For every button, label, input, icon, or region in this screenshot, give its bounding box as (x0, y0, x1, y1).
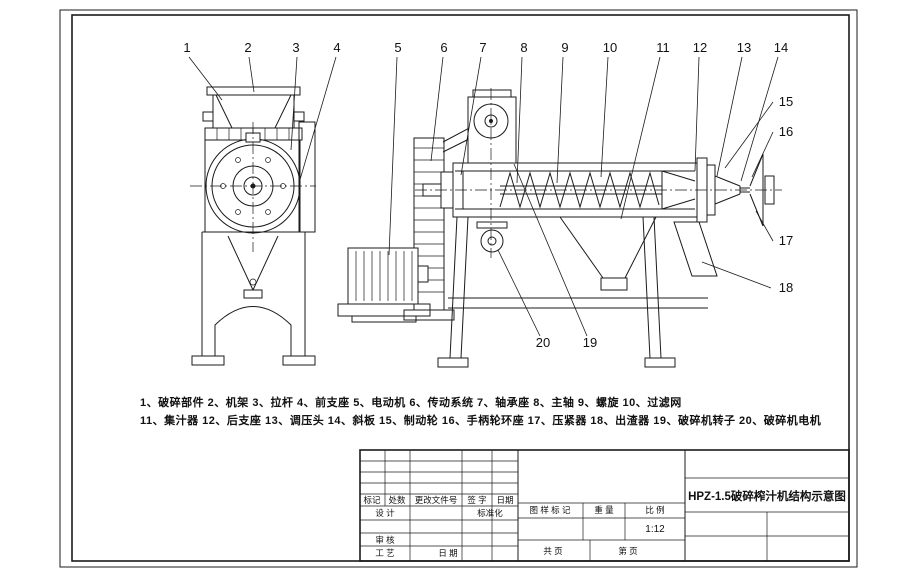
callout-11: 11 (656, 40, 670, 55)
parts-list-line1: 1、破碎部件 2、机架 3、拉杆 4、前支座 5、电动机 6、传动系统 7、轴承… (140, 395, 682, 409)
parts-list: 1、破碎部件 2、机架 3、拉杆 4、前支座 5、电动机 6、传动系统 7、轴承… (140, 395, 821, 427)
callout-2: 2 (244, 40, 251, 55)
tb-scale-label: 比 例 (645, 505, 664, 515)
callout-4: 4 (333, 40, 340, 55)
tb-change-doc-label: 更改文件号 (415, 495, 458, 505)
tb-page-no: 第 页 (618, 546, 637, 556)
callout-9: 9 (561, 40, 568, 55)
callout-14: 14 (774, 40, 788, 55)
drawing-title: HPZ-1.5破碎榨汁机结构示意图 (688, 489, 846, 503)
callout-15: 15 (779, 94, 793, 109)
tb-check-label: 审 核 (375, 535, 395, 545)
callout-8: 8 (520, 40, 527, 55)
discharge-chute (673, 221, 718, 277)
callout-7: 7 (479, 40, 486, 55)
sheet-border (59, 9, 858, 568)
tb-sign-label: 签 字 (467, 495, 486, 505)
callout-12: 12 (693, 40, 707, 55)
callout-5: 5 (394, 40, 401, 55)
tb-scale-value: 1:12 (645, 524, 665, 535)
callout-20: 20 (536, 335, 550, 350)
crusher-motor-pulley (480, 229, 504, 253)
tb-process-label: 工 艺 (375, 548, 394, 558)
screw-spiral (499, 171, 660, 209)
tb-standardize-label: 标准化 (477, 508, 503, 518)
frame-foot-left (437, 357, 469, 368)
callout-10: 10 (603, 40, 617, 55)
callout-17: 17 (779, 233, 793, 248)
tb-total-pages: 共 页 (543, 546, 562, 556)
tb-mark-label: 标记 (363, 495, 381, 505)
motor (347, 247, 419, 305)
side-view (337, 88, 782, 368)
callout-6: 6 (440, 40, 447, 55)
callout-13: 13 (737, 40, 751, 55)
belt-guard (298, 121, 316, 233)
tb-date-label: 日期 (496, 495, 513, 505)
tb-count-label: 处数 (388, 495, 406, 505)
callout-3: 3 (292, 40, 299, 55)
juice-collector (559, 216, 604, 279)
front-view (190, 86, 316, 366)
callout-16: 16 (779, 124, 793, 139)
tb-drawing-mark-label: 图 样 标 记 (529, 505, 571, 515)
tb-weight-label: 重 量 (594, 505, 614, 515)
tb-date2-label: 日 期 (438, 548, 457, 558)
leader-lines (188, 56, 779, 337)
callout-19: 19 (583, 335, 597, 350)
frame-foot-right (644, 357, 676, 368)
foot-left (191, 355, 225, 366)
callout-numbers: 1 2 3 4 5 6 7 8 9 10 11 12 13 14 15 16 1… (183, 40, 793, 350)
callout-18: 18 (779, 280, 793, 295)
handwheel (749, 153, 764, 187)
callout-1: 1 (183, 40, 190, 55)
stand-arch (214, 306, 292, 356)
tb-design-label: 设 计 (375, 508, 395, 518)
foot-right (282, 355, 316, 366)
parts-list-line2: 11、集汁器 12、后支座 13、调压头 14、斜板 15、制动轮 16、手柄轮… (140, 413, 821, 427)
title-block: 标记 处数 更改文件号 签 字 日期 设 计 标准化 审 核 工 艺 日 期 图… (359, 449, 850, 562)
